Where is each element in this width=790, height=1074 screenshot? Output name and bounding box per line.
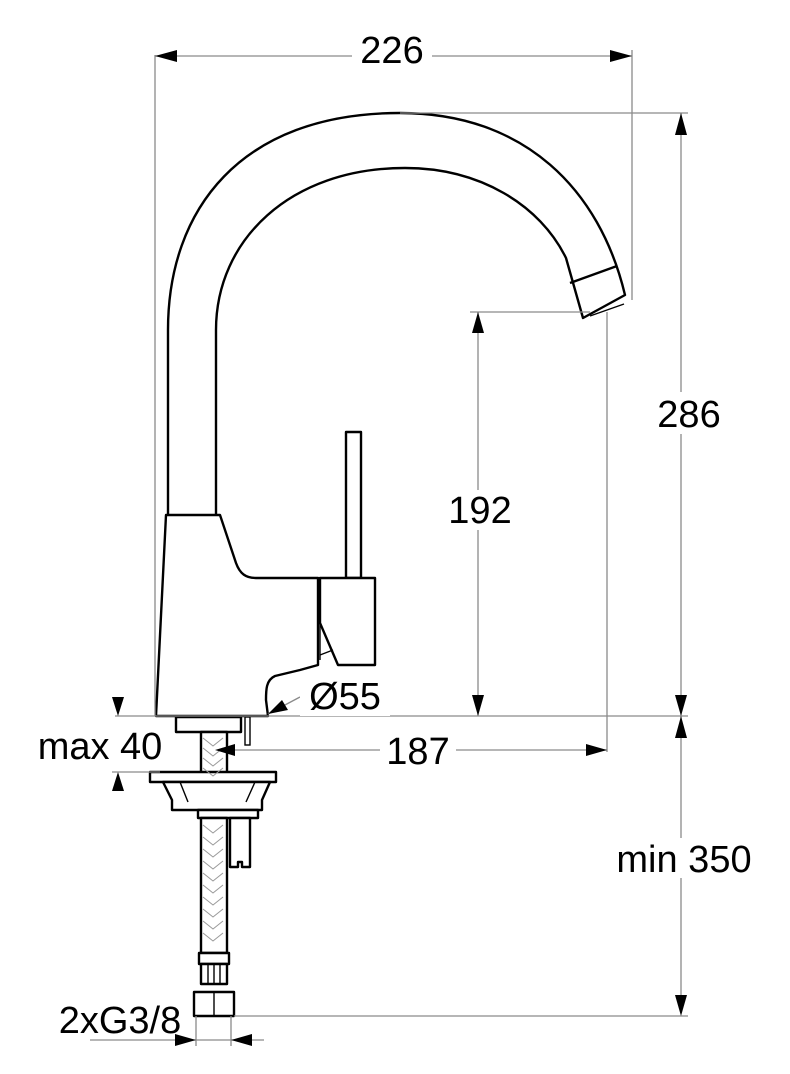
label-min-hose-length: min 350 <box>616 839 751 881</box>
aerator-tip <box>589 303 625 317</box>
label-connection-thread: 2xG3/8 <box>59 1000 182 1042</box>
bracket-rib-1 <box>179 781 189 803</box>
bracket-rib-2 <box>245 781 256 803</box>
arrow-down-icon <box>675 695 687 716</box>
tap-body <box>154 111 627 718</box>
handle-lever <box>344 430 363 580</box>
hose-ferrule <box>197 951 231 966</box>
mounting-assembly <box>148 715 278 1018</box>
arrow-down-icon <box>112 697 124 716</box>
dimension-labels: 226 286 192 187 Ø55 max 40 min 350 2xG3/… <box>38 30 770 1042</box>
arrow-up-icon <box>112 772 124 791</box>
arrow-down-icon <box>675 995 687 1016</box>
label-max-deck-thickness: max 40 <box>38 726 163 768</box>
arrow-up-icon <box>675 113 687 135</box>
mixer-body <box>154 513 320 718</box>
mounting-collar <box>174 715 243 734</box>
arrow-left-icon <box>155 50 177 62</box>
arrow-left-icon <box>215 744 235 756</box>
aerator-band <box>569 264 618 285</box>
arrow-up-icon <box>472 312 484 333</box>
label-overall-width: 226 <box>360 30 423 72</box>
arrow-icon <box>268 700 288 714</box>
fixing-plate <box>148 770 278 784</box>
handle-seam-2 <box>319 649 334 656</box>
dimension-lines <box>90 50 688 1046</box>
mounting-rod-top <box>244 716 251 746</box>
braid-pattern <box>202 737 224 942</box>
arrow-right-icon <box>610 50 632 62</box>
arrow-up-icon <box>675 716 687 738</box>
label-base-diameter: Ø55 <box>309 676 381 718</box>
fixing-bracket <box>161 780 272 812</box>
threaded-rod <box>228 816 252 869</box>
label-spout-reach: 187 <box>386 731 449 773</box>
arrow-left-icon <box>231 1034 252 1046</box>
label-overall-height: 286 <box>657 394 720 436</box>
arrow-down-icon <box>472 695 484 716</box>
spout <box>166 111 627 520</box>
arrow-right-icon <box>586 744 607 756</box>
label-spout-clearance: 192 <box>448 490 511 532</box>
arrow-right-icon <box>175 1034 196 1046</box>
